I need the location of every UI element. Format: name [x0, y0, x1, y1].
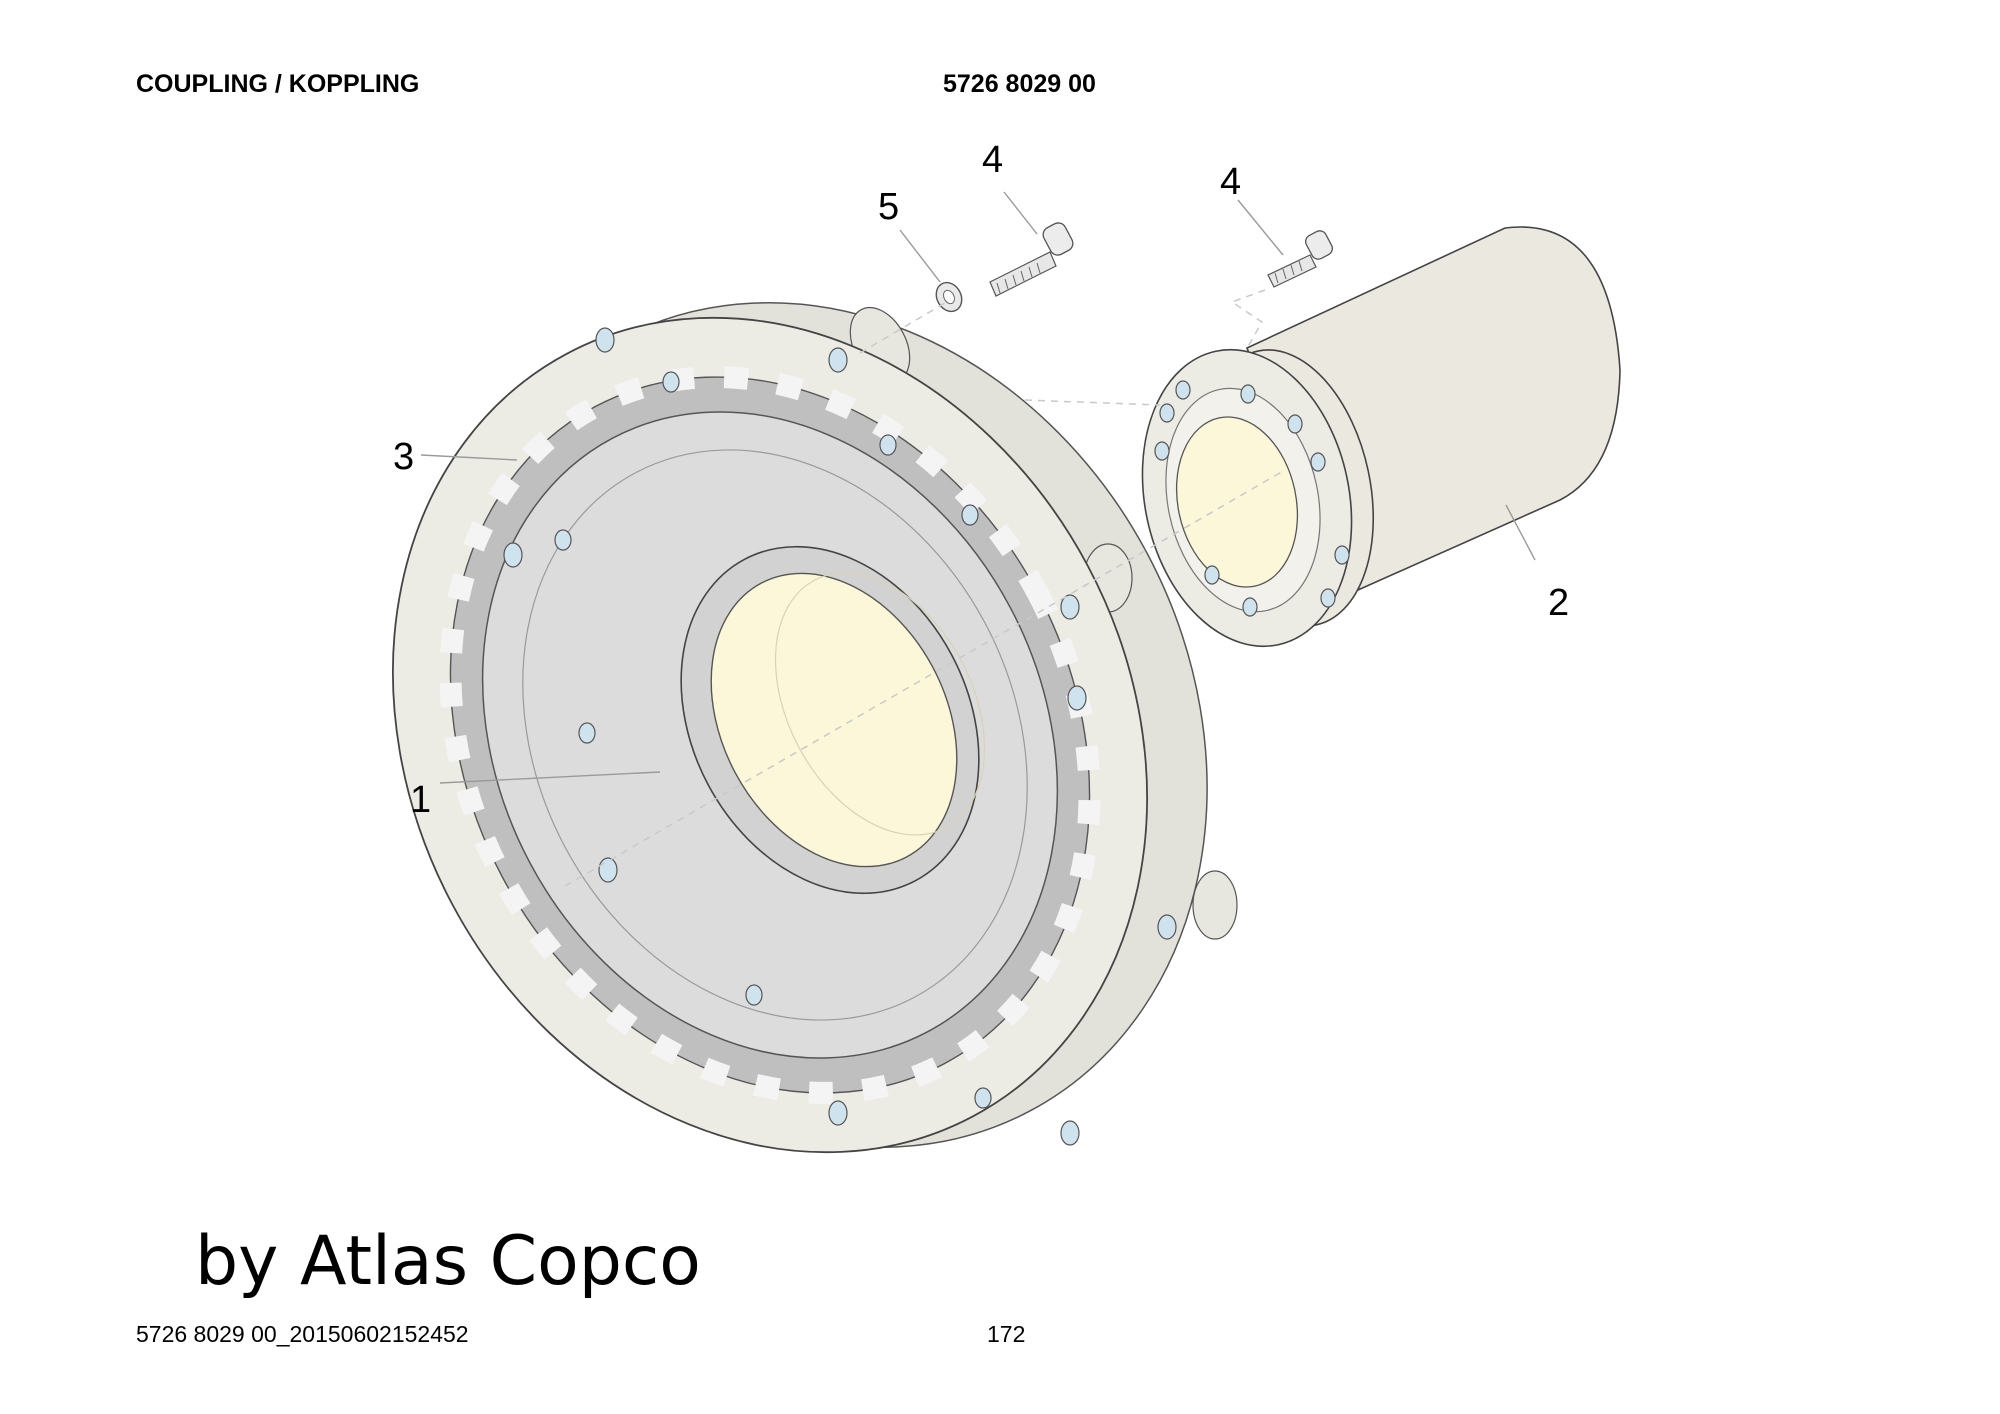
- callout-3: 3: [393, 436, 414, 478]
- callout-1: 1: [410, 779, 431, 821]
- callout-5: 5: [878, 186, 899, 228]
- flange-assembly: [392, 302, 1238, 1154]
- washer: [935, 281, 963, 313]
- part-number: 5726 8029 00: [943, 70, 1096, 98]
- screw-right: [1267, 230, 1333, 288]
- callout-4-left: 4: [982, 139, 1003, 181]
- footer-page-number: 172: [987, 1321, 1026, 1347]
- callout-4-right: 4: [1220, 161, 1241, 203]
- footer-document-id: 5726 8029 00_20150602152452: [136, 1321, 469, 1347]
- callout-2: 2: [1548, 582, 1569, 624]
- watermark-text: by Atlas Copco: [195, 1222, 701, 1301]
- page-title: COUPLING / KOPPLING: [136, 70, 420, 98]
- hub-sleeve: [1141, 226, 1621, 648]
- screw-left: [989, 222, 1074, 297]
